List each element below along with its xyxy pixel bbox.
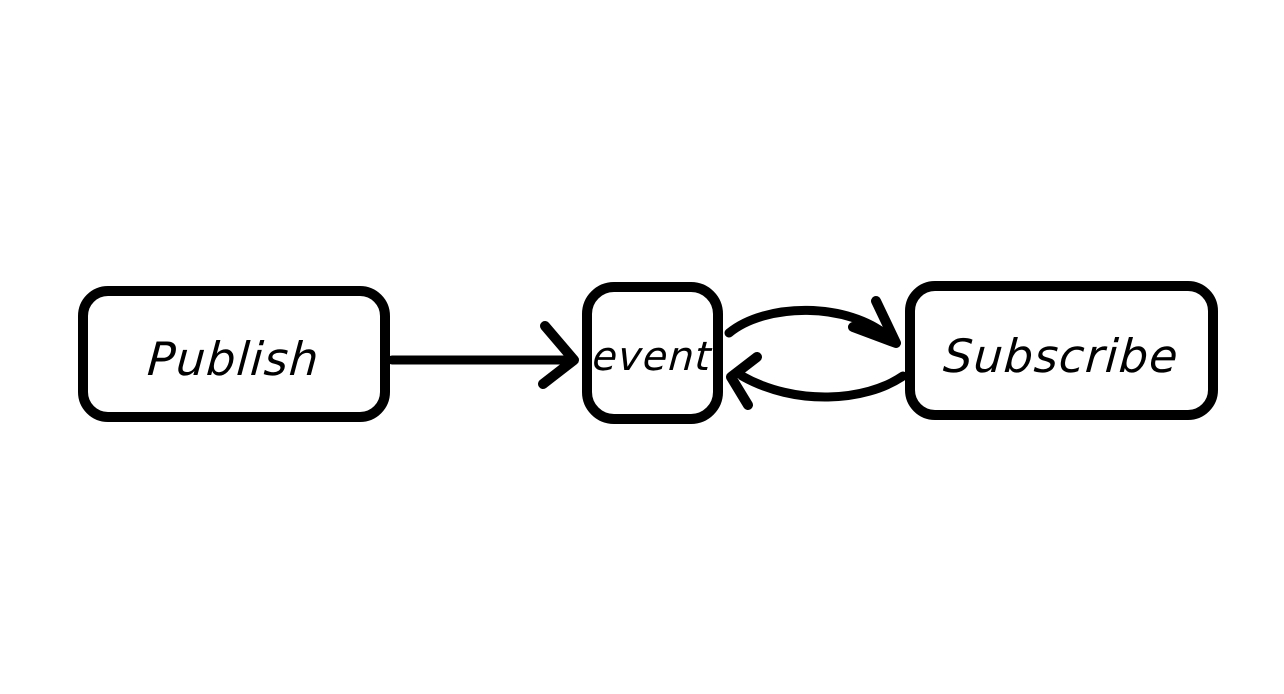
- arrow-head-icon: [726, 352, 762, 410]
- arrow-shaft: [737, 371, 908, 402]
- arrow-shaft: [724, 305, 895, 343]
- node-subscribe: Subscribe: [905, 281, 1218, 420]
- node-event-label: event: [591, 334, 714, 380]
- publish-to-event-arrow: [387, 321, 579, 389]
- event-to-subscribe-arrow: [724, 296, 901, 348]
- arrow-head-icon: [848, 296, 901, 348]
- subscribe-to-event-arrow: [726, 352, 908, 410]
- node-event: event: [582, 282, 723, 424]
- node-subscribe-label: Subscribe: [941, 328, 1181, 383]
- arrow-head-icon: [538, 321, 579, 389]
- node-publish: Publish: [78, 286, 390, 422]
- node-publish-label: Publish: [145, 332, 322, 386]
